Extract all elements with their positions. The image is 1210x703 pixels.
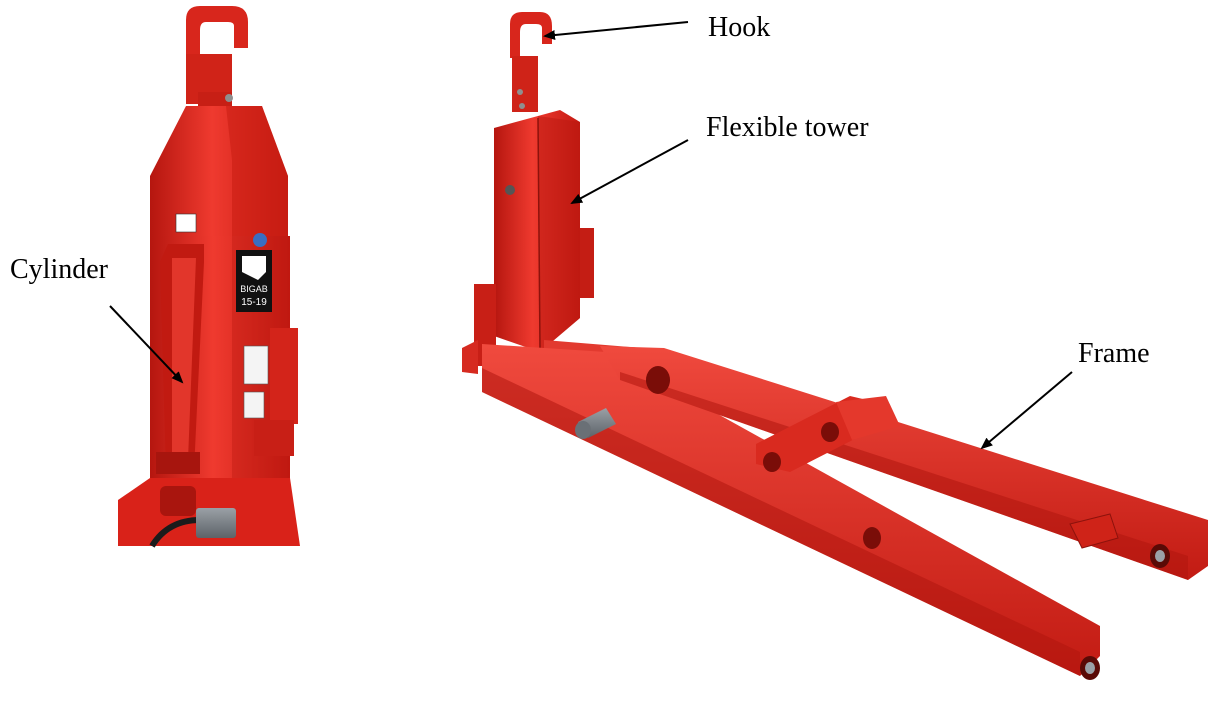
- decal-model: 15-19: [241, 297, 267, 308]
- decal-brand: BIGAB: [240, 284, 268, 294]
- hook-label: Hook: [708, 12, 771, 43]
- frame-arrow: [980, 371, 1073, 450]
- hook-arrow: [543, 21, 689, 41]
- steel-pin: [575, 408, 616, 439]
- right-unit-illustration: [462, 12, 1208, 680]
- flexible-tower-arrow: [570, 139, 689, 204]
- leader-arrows: [109, 21, 1073, 450]
- cylinder-arrow: [109, 305, 184, 384]
- left-unit-illustration: BIGAB 15-19: [118, 6, 300, 548]
- cylinder-label: Cylinder: [10, 254, 108, 285]
- flexible-tower-label: Flexible tower: [706, 112, 869, 143]
- right-hook: [510, 12, 552, 58]
- left-hook: [186, 6, 248, 60]
- hydraulic-fitting: [196, 508, 236, 538]
- frame-label: Frame: [1078, 338, 1150, 369]
- hydraulic-hose: [149, 517, 201, 548]
